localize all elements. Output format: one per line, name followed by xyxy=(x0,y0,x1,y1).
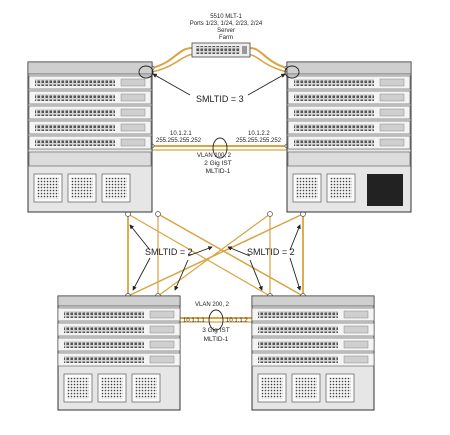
ist-top-mltid: MLTID-1 xyxy=(205,168,231,175)
ist-bottom-vlan: VLAN 200, 2 xyxy=(195,302,230,308)
ist-top-oval xyxy=(212,137,228,159)
chassis-top-left xyxy=(27,61,153,213)
link-diag-2 xyxy=(127,213,304,297)
smlt-left-arrows xyxy=(129,224,213,291)
ist-bottom-oval xyxy=(208,309,224,331)
switch-model-label: 5510 MLT-1 xyxy=(210,14,242,20)
ist-top-left-mask: 255.255.255.252 xyxy=(156,138,202,144)
chassis-bottom-left xyxy=(57,295,181,411)
smlt-right-label: SMLTID = 2 xyxy=(247,247,295,257)
ist-bottom-mltid: MLTID-1 xyxy=(203,336,229,343)
ist-top-vlan: VLAN 100, 2 xyxy=(197,153,232,159)
link-top-left xyxy=(151,47,193,69)
link-diag-1 xyxy=(157,213,304,297)
switch-role-label: Server xyxy=(217,28,235,34)
smlt-right-arrows xyxy=(227,224,302,291)
link-top-right xyxy=(249,47,288,69)
ist-top-right-mask: 255.255.255.252 xyxy=(236,138,282,144)
ist-bottom-left-ip: 10.1.1.1 xyxy=(183,318,205,324)
smlt-top-annotation xyxy=(138,65,300,96)
switch-role2-label: Farm xyxy=(219,35,233,41)
switch-ports-label: Ports 1/23, 1/24, 2/23, 2/24 xyxy=(189,21,263,27)
switch-5510 xyxy=(191,42,251,58)
smlt-left-label: SMLTID = 2 xyxy=(145,247,193,257)
smlt-top-label: SMLTID = 3 xyxy=(196,94,244,104)
ist-top-right-ip: 10.1.2.2 xyxy=(248,131,270,137)
links xyxy=(125,47,306,323)
chassis-bottom-right xyxy=(251,295,375,411)
ist-top-left-ip: 10.1.2.1 xyxy=(170,131,192,137)
ist-bottom-title: 3 Gig IST xyxy=(202,327,230,334)
ist-top-title: 2 Gig IST xyxy=(204,160,232,167)
ist-bottom-right-ip: 10.1.1.2 xyxy=(226,318,248,324)
chassis-top-right xyxy=(286,61,412,213)
